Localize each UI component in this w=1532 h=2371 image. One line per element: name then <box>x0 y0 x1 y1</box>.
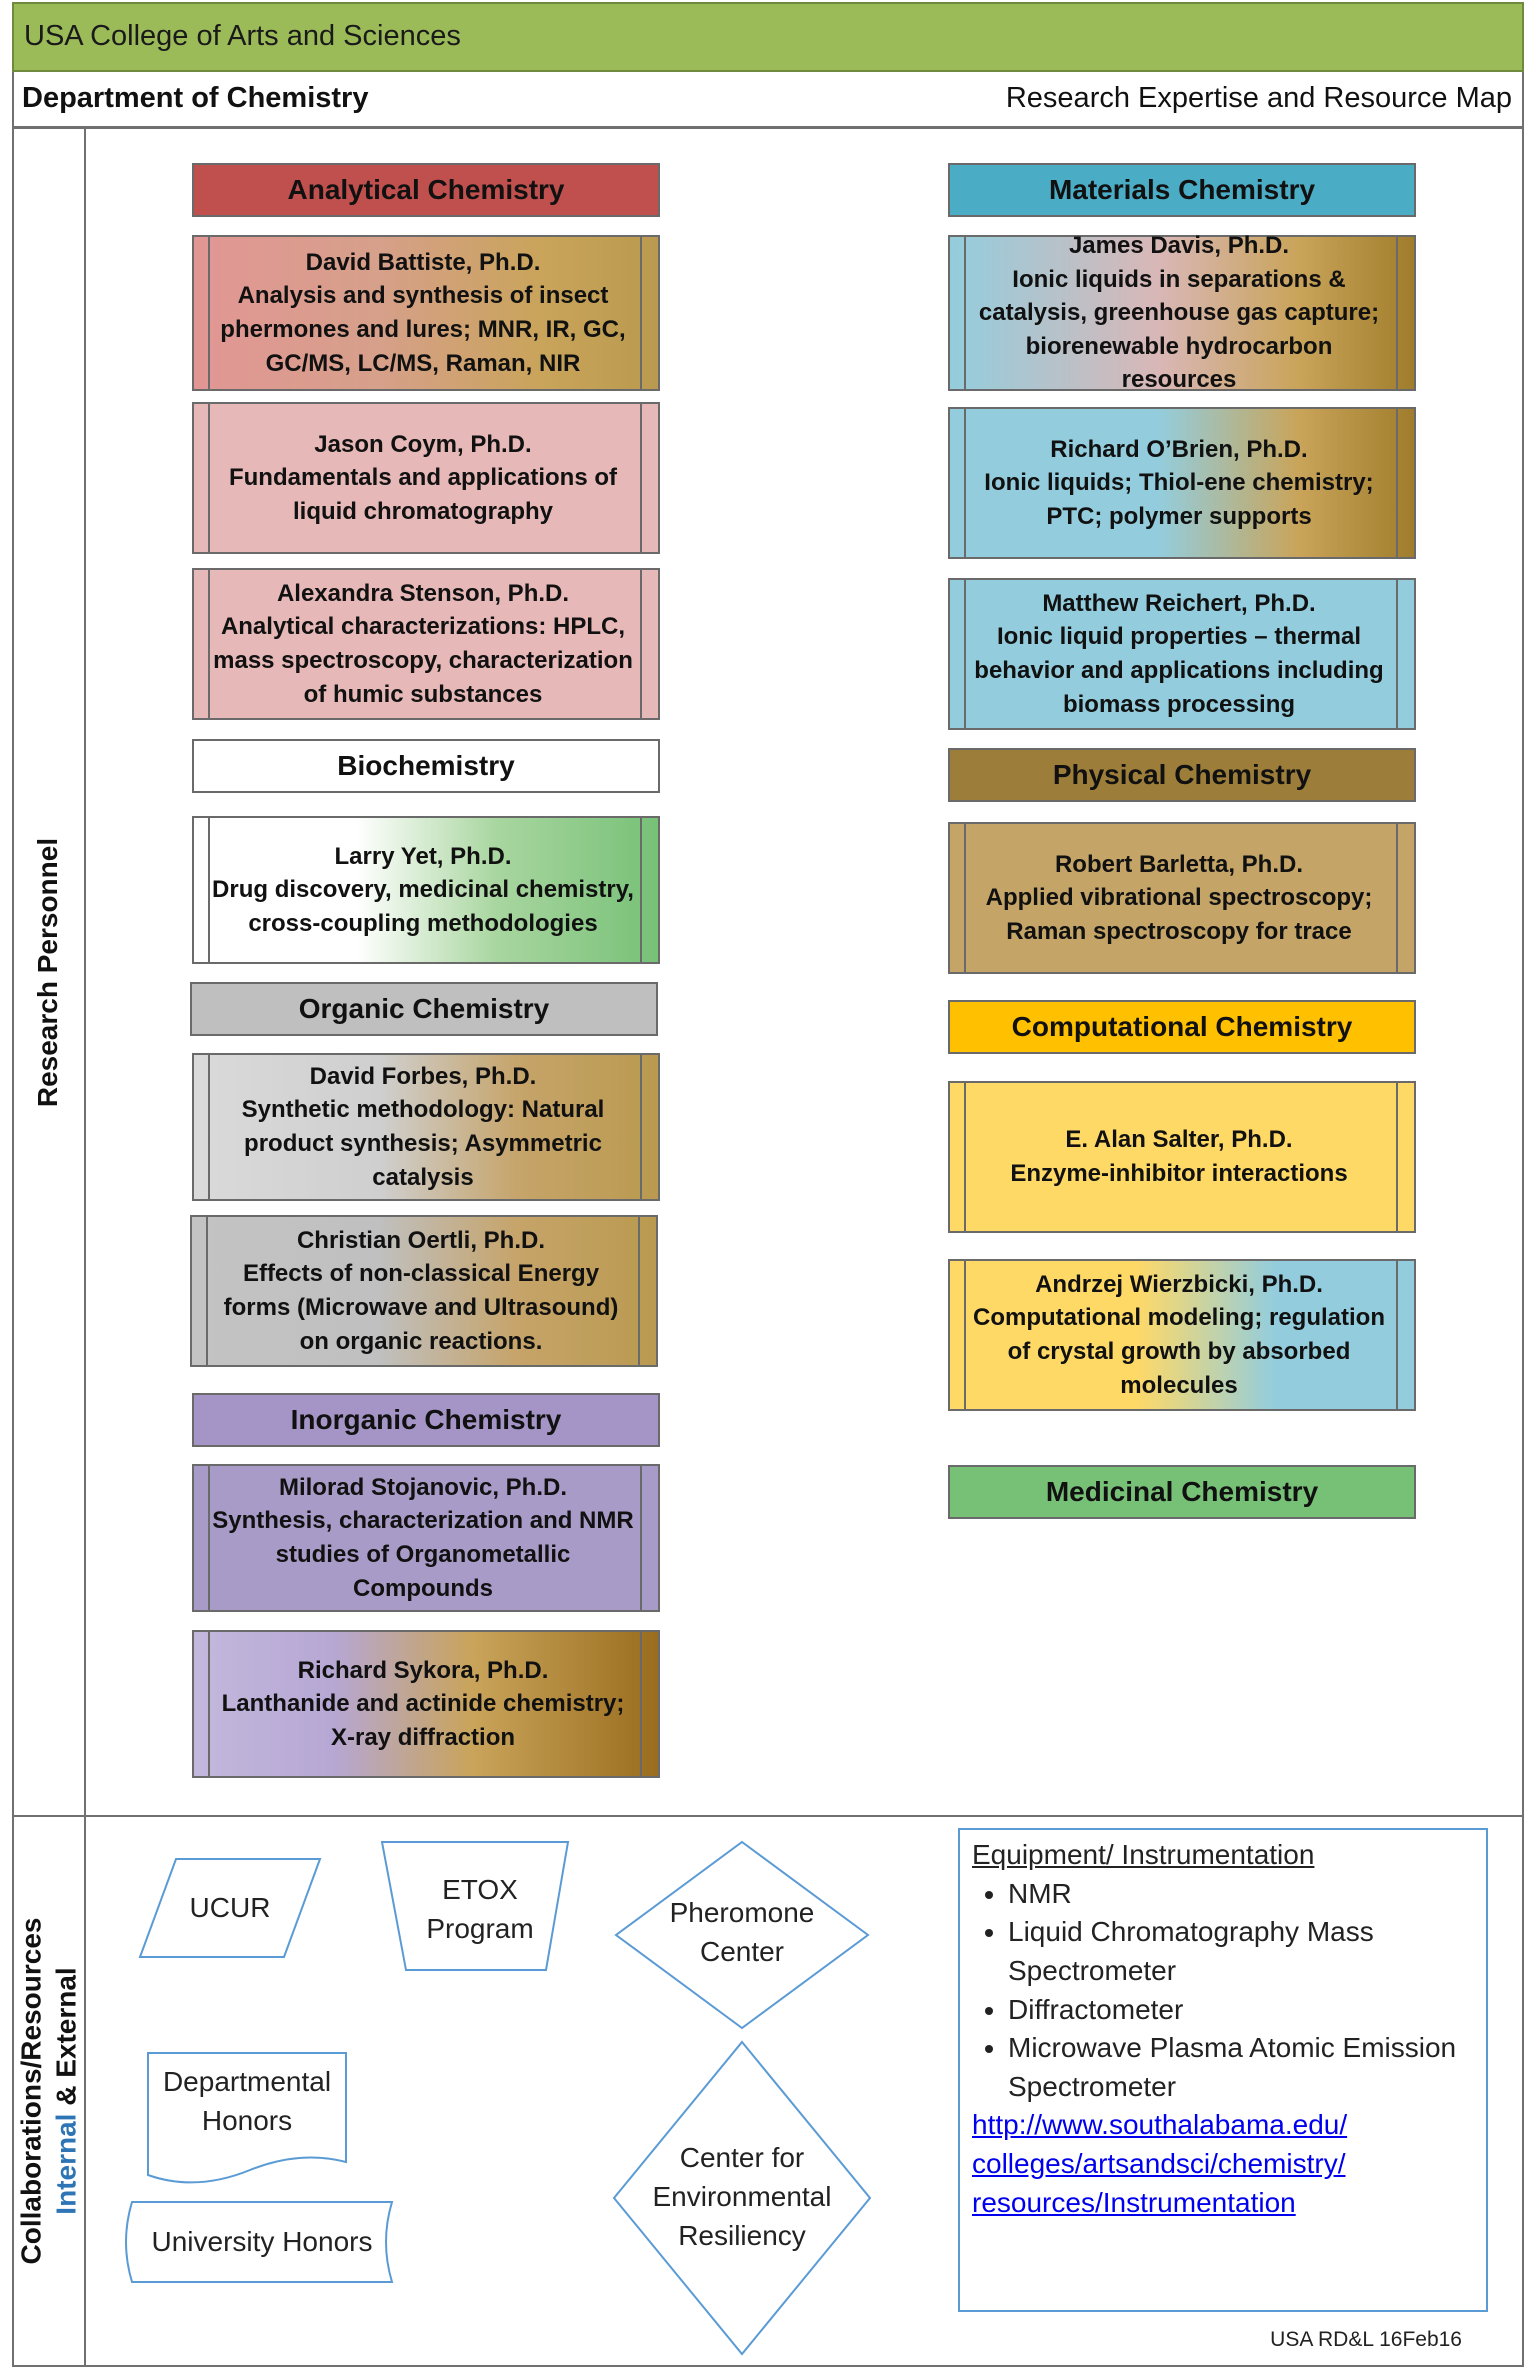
collaborations-label-column: Collaborations/Resources Internal & Exte… <box>12 1815 86 2367</box>
etox-line2: Program <box>426 1913 534 1945</box>
cer-label: Center for Environmental Resiliency <box>634 2138 850 2256</box>
person-coym: Jason Coym, Ph.D. Fundamentals and applic… <box>192 402 660 554</box>
equipment-item: Microwave Plasma Atomic Emission Spectro… <box>1008 2029 1474 2106</box>
person-name: Jason Coym, Ph.D. <box>314 430 532 458</box>
person-stenson: Alexandra Stenson, Ph.D. Analytical chara… <box>192 568 660 720</box>
person-name: Robert Barletta, Ph.D. <box>1054 850 1304 878</box>
person-desc: Fundamentals and applications of liquid … <box>228 464 618 525</box>
person-name: Richard O’Brien, Ph.D. <box>1050 435 1308 463</box>
person-desc: Synthesis, characterization and NMR stud… <box>212 1507 634 1602</box>
person-stojanovic: Milorad Stojanovic, Ph.D. Synthesis, char… <box>192 1464 660 1612</box>
person-obrien: Richard O’Brien, Ph.D. Ionic liquids; Thi… <box>948 407 1416 559</box>
pheromone-line1: Pheromone <box>669 1897 815 1928</box>
cer-diamond <box>612 2040 872 2356</box>
person-desc: Applied vibrational spectroscopy; Raman … <box>985 884 1373 945</box>
honors-line2: Honors <box>201 2105 293 2137</box>
person-desc: Computational modeling; regulation of cr… <box>973 1304 1385 1399</box>
person-name: Milorad Stojanovic, Ph.D. <box>278 1473 568 1501</box>
instrumentation-link[interactable]: http://www.southalabama.edu/ colleges/ar… <box>972 2106 1474 2222</box>
person-barletta: Robert Barletta, Ph.D. Applied vibrationa… <box>948 822 1416 974</box>
person-desc: Analytical characterizations: HPLC, mass… <box>213 613 633 708</box>
ucur-label: UCUR <box>189 1892 271 1923</box>
etox-label: ETOX Program <box>400 1870 560 1948</box>
equipment-heading: Equipment/ Instrumentation <box>972 1839 1315 1870</box>
person-desc: Enzyme-inhibitor interactions <box>1010 1160 1348 1187</box>
cer-line1: Center for <box>679 2142 805 2173</box>
person-desc: Ionic liquids; Thiol-ene chemistry; PTC;… <box>984 469 1374 530</box>
college-banner: USA College of Arts and Sciences <box>12 2 1524 72</box>
category-biochemistry: Biochemistry <box>192 739 660 793</box>
honors-label: Departmental Honors <box>148 2062 346 2140</box>
personnel-label-column: Research Personnel <box>12 127 86 1817</box>
person-oertli: Christian Oertli, Ph.D. Effects of non-cl… <box>190 1215 658 1367</box>
etox-line1: ETOX <box>442 1874 518 1905</box>
category-materials: Materials Chemistry <box>948 163 1416 217</box>
category-medicinal: Medicinal Chemistry <box>948 1465 1416 1519</box>
equipment-box: Equipment/ Instrumentation NMR Liquid Ch… <box>958 1828 1488 2312</box>
person-desc: Drug discovery, medicinal chemistry, cro… <box>212 876 634 937</box>
equipment-item: Liquid Chromatography Mass Spectrometer <box>1008 1913 1474 1990</box>
person-reichert: Matthew Reichert, Ph.D. Ionic liquid prop… <box>948 578 1416 730</box>
person-name: Alexandra Stenson, Ph.D. <box>276 579 570 607</box>
university-honors-label: University Honors <box>151 2226 373 2257</box>
equipment-item: Diffractometer <box>1008 1991 1474 2030</box>
person-salter: E. Alan Salter, Ph.D. Enzyme-inhibitor in… <box>948 1081 1416 1233</box>
university-honors-tape <box>125 2201 394 2283</box>
ucur-parallelogram <box>138 1858 322 1958</box>
pheromone-label: Pheromone Center <box>650 1893 834 1971</box>
pheromone-line2: Center <box>699 1936 785 1968</box>
person-name: David Battiste, Ph.D. <box>305 248 541 276</box>
person-desc: Analysis and synthesis of insect phermon… <box>220 282 626 377</box>
person-desc: Synthetic methodology: Natural product s… <box>241 1096 605 1191</box>
link-line2[interactable]: colleges/artsandsci/chemistry/ <box>972 2148 1346 2179</box>
person-wierzbicki: Andrzej Wierzbicki, Ph.D. Computational m… <box>948 1259 1416 1411</box>
person-desc: Lanthanide and actinide chemistry; X-ray… <box>221 1690 625 1751</box>
honors-line1: Departmental <box>162 2066 332 2097</box>
equipment-list: NMR Liquid Chromatography Mass Spectrome… <box>972 1875 1474 2107</box>
map-title: Research Expertise and Resource Map <box>1005 82 1512 114</box>
person-name: E. Alan Salter, Ph.D. <box>1065 1126 1293 1154</box>
department-bar: Department of Chemistry Research Experti… <box>12 72 1524 128</box>
person-name: Richard Sykora, Ph.D. <box>297 1656 549 1684</box>
footer-tag: USA RD&L 16Feb16 <box>1270 2328 1462 2351</box>
person-desc: Ionic liquid properties – thermal behavi… <box>974 623 1384 718</box>
person-name: Larry Yet, Ph.D. <box>334 842 512 870</box>
etox-trapezoid <box>380 1841 570 1971</box>
collaborations-frame <box>12 1815 1524 2367</box>
category-organic: Organic Chemistry <box>190 982 658 1036</box>
person-name: Matthew Reichert, Ph.D. <box>1042 589 1316 617</box>
department-title: Department of Chemistry <box>22 82 369 114</box>
category-analytical: Analytical Chemistry <box>192 163 660 217</box>
person-name: Andrzej Wierzbicki, Ph.D. <box>1035 1270 1323 1298</box>
person-name: James Davis, Ph.D. <box>1068 232 1290 260</box>
person-name: Christian Oertli, Ph.D. <box>296 1226 546 1254</box>
person-yet: Larry Yet, Ph.D. Drug discovery, medicina… <box>192 816 660 964</box>
person-davis: James Davis, Ph.D. Ionic liquids in separ… <box>948 232 1416 393</box>
college-title: USA College of Arts and Sciences <box>24 20 461 52</box>
pheromone-diamond <box>614 1840 870 2030</box>
person-name: David Forbes, Ph.D. <box>309 1062 537 1090</box>
cer-line2: Environmental <box>652 2181 832 2213</box>
link-line3[interactable]: resources/Instrumentation <box>972 2186 1296 2218</box>
category-physical: Physical Chemistry <box>948 748 1416 802</box>
person-sykora: Richard Sykora, Ph.D. Lanthanide and acti… <box>192 1630 660 1778</box>
person-desc: Ionic liquids in separations & catalysis… <box>978 265 1380 394</box>
person-desc: Effects of non-classical Energy forms (M… <box>223 1260 619 1355</box>
equipment-item: NMR <box>1008 1875 1474 1914</box>
person-battiste: David Battiste, Ph.D. Analysis and synthe… <box>192 235 660 391</box>
category-inorganic: Inorganic Chemistry <box>192 1393 660 1447</box>
link-line1[interactable]: http://www.southalabama.edu/ <box>972 2109 1348 2141</box>
category-computational: Computational Chemistry <box>948 1000 1416 1054</box>
honors-document <box>147 2052 347 2184</box>
cer-line3: Resiliency <box>678 2220 806 2252</box>
person-forbes: David Forbes, Ph.D. Synthetic methodology… <box>192 1053 660 1201</box>
